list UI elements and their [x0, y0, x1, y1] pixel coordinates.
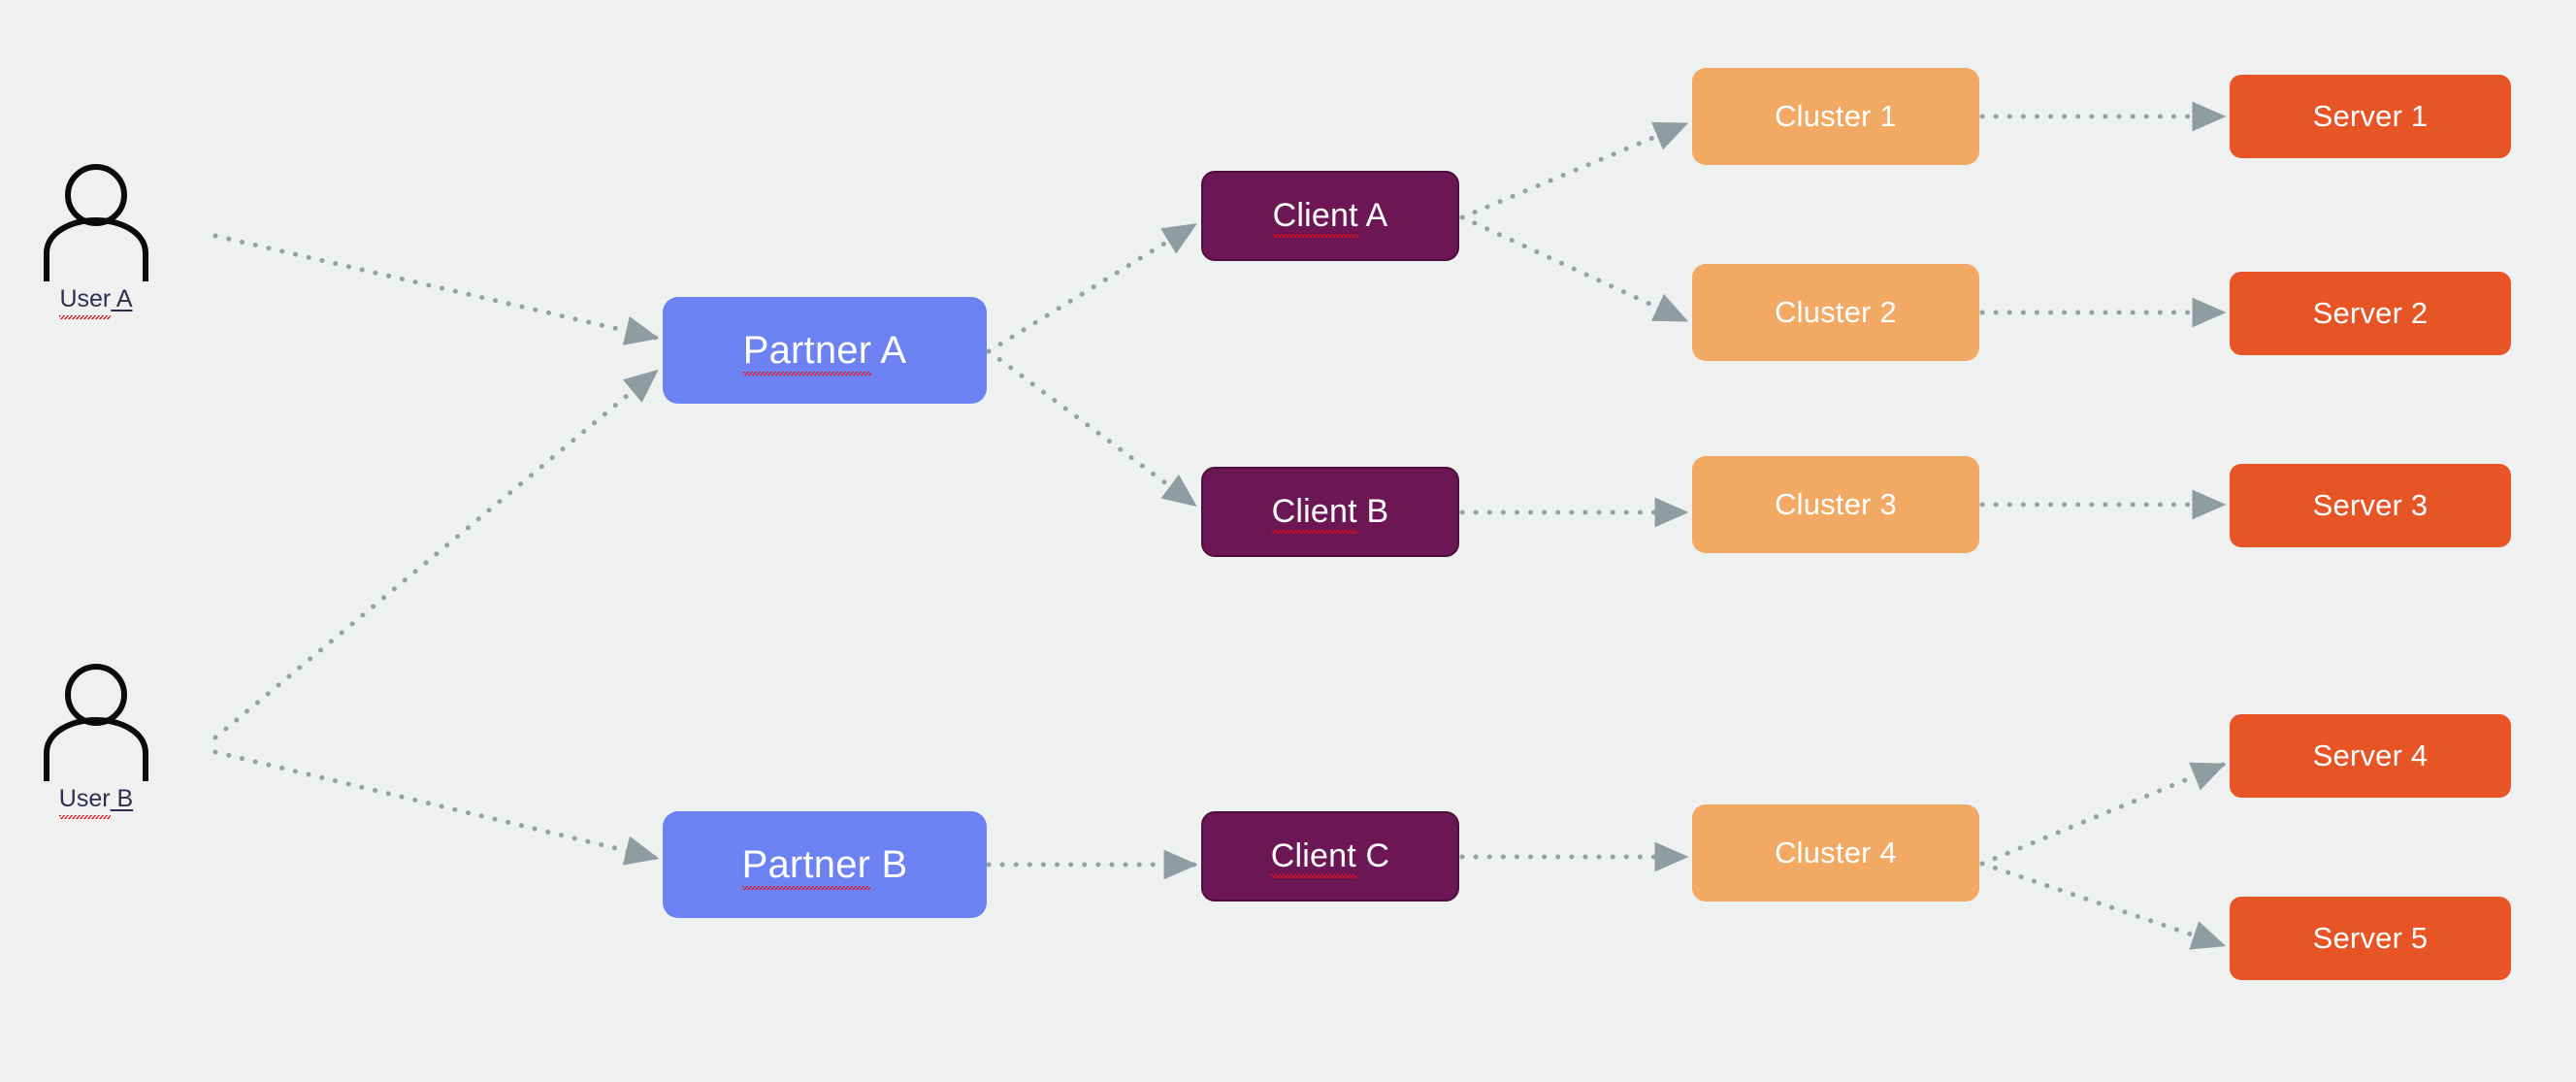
actor-label-user-a-word: User — [59, 285, 112, 319]
node-label-server-2: Server 2 — [2312, 296, 2429, 330]
edge-partnerA-clientB — [986, 348, 1197, 508]
node-partner-a[interactable]: Partner A — [663, 297, 987, 404]
node-label-server-4: Server 4 — [2312, 738, 2429, 772]
node-label-client-b-tail: B — [1356, 493, 1389, 530]
node-client-b[interactable]: Client B — [1201, 467, 1459, 557]
node-label-client-a-word: Client — [1272, 197, 1358, 238]
actor-label-user-b: User B — [58, 785, 134, 819]
node-label-cluster-4: Cluster 4 — [1775, 836, 1897, 869]
node-server-4[interactable]: Server 4 — [2230, 714, 2511, 798]
actor-label-user-b-word: User — [58, 785, 111, 819]
edge-userA-partnerA — [212, 233, 660, 345]
node-cluster-2[interactable]: Cluster 2 — [1692, 264, 1979, 361]
edge-clientA-cluster1 — [1459, 121, 1689, 220]
node-label-client-b-word: Client — [1271, 493, 1357, 534]
node-label-partner-b-word: Partner — [741, 842, 871, 890]
actor-label-user-a-tail: A — [111, 285, 133, 312]
actor-label-user-a: User A — [59, 285, 133, 319]
actor-user-a[interactable]: User A — [14, 160, 179, 319]
node-label-client-c-tail: C — [1355, 837, 1390, 874]
node-label-cluster-1: Cluster 1 — [1775, 99, 1897, 133]
node-label-server-1: Server 1 — [2312, 99, 2429, 133]
node-label-partner-a-tail: A — [871, 328, 907, 372]
node-server-1[interactable]: Server 1 — [2230, 75, 2511, 158]
node-label-client-c-word: Client — [1270, 837, 1357, 878]
node-server-3[interactable]: Server 3 — [2230, 464, 2511, 547]
actor-user-b[interactable]: User B — [14, 660, 179, 819]
node-label-server-3: Server 3 — [2312, 488, 2429, 522]
user-person-icon — [44, 164, 148, 281]
node-client-c[interactable]: Client C — [1201, 811, 1459, 902]
edge-cluster4-server4 — [1979, 762, 2227, 867]
node-label-partner-a: Partner A — [742, 328, 907, 376]
node-client-a[interactable]: Client A — [1201, 171, 1459, 261]
node-label-client-c: Client C — [1270, 837, 1390, 878]
node-label-partner-b: Partner B — [741, 842, 908, 890]
node-cluster-1[interactable]: Cluster 1 — [1692, 68, 1979, 165]
edge-userB-partnerA — [212, 369, 659, 740]
node-cluster-3[interactable]: Cluster 3 — [1692, 456, 1979, 553]
node-server-5[interactable]: Server 5 — [2230, 897, 2511, 980]
node-label-client-a-tail: A — [1357, 197, 1388, 234]
node-partner-b[interactable]: Partner B — [663, 811, 987, 918]
actor-label-user-b-tail: B — [110, 785, 134, 812]
node-label-client-a: Client A — [1272, 197, 1388, 238]
node-label-partner-b-tail: B — [870, 842, 908, 886]
node-cluster-4[interactable]: Cluster 4 — [1692, 804, 1979, 902]
node-label-cluster-3: Cluster 3 — [1775, 487, 1897, 521]
node-label-client-b: Client B — [1271, 493, 1389, 534]
user-person-icon — [44, 664, 148, 781]
edge-partnerA-clientA — [986, 222, 1197, 354]
node-label-server-5: Server 5 — [2312, 921, 2429, 955]
edge-cluster4-server5 — [1979, 861, 2227, 950]
edge-clientA-cluster2 — [1459, 214, 1689, 323]
edge-userB-partnerB — [212, 749, 660, 866]
node-label-partner-a-word: Partner — [742, 328, 872, 376]
node-server-2[interactable]: Server 2 — [2230, 272, 2511, 355]
node-label-cluster-2: Cluster 2 — [1775, 295, 1897, 329]
